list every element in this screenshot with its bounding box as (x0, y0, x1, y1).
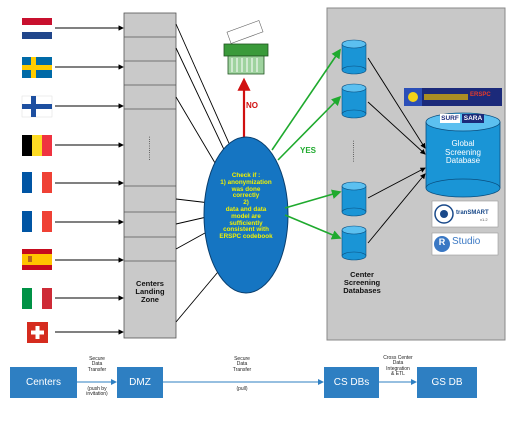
global-db-label: Global Screening Database (444, 139, 482, 166)
flow-box-centers: Centers (10, 367, 77, 398)
accept-arrows (271, 48, 342, 240)
transmart-version: v1.2 (480, 217, 488, 222)
center-db-cylinders (341, 39, 367, 261)
erspc-logo-text: ERSPC (470, 92, 491, 98)
global-db-cylinder (425, 112, 501, 198)
yes-label: YES (300, 146, 317, 155)
flag-italy (22, 288, 52, 309)
transmart-logo (431, 200, 499, 228)
flag-finland (21, 95, 53, 118)
center-db-1 (341, 39, 367, 75)
flag-france-1 (22, 172, 52, 193)
flow-label-transfer-1-sub: (push by invitation) (86, 386, 108, 398)
flow-label-transfer-2-sub: (pull) (236, 386, 248, 392)
surf-logo-text: SURF (440, 114, 460, 123)
flag-sweden (22, 57, 52, 78)
transmart-logo-text: tranSMART (456, 210, 489, 216)
flag-arrows (55, 25, 124, 335)
check-ellipse (203, 136, 289, 294)
check-text: Check if : 1) anonymization was done cor… (219, 172, 273, 241)
landing-zone-column (123, 12, 177, 339)
shredder-icon (223, 20, 269, 75)
flag-switzerland (27, 322, 48, 343)
flow-box-cs-dbs: CS DBs (324, 367, 379, 398)
flow-label-integration: Cross Center Data Integration & ETL (383, 355, 413, 378)
landing-zone-dots: ........... (147, 135, 156, 161)
rstudio-logo-text: Studio (452, 236, 481, 247)
flag-france-2 (22, 211, 52, 232)
center-db-2 (341, 83, 367, 119)
flow-box-dmz: DMZ (117, 367, 163, 398)
flag-spain (22, 249, 52, 270)
erspc-logo (404, 88, 502, 106)
center-db-4 (341, 225, 367, 261)
center-db-dots: .......... (351, 139, 360, 163)
center-to-global-arrows (367, 57, 426, 244)
rstudio-logo (431, 232, 499, 256)
center-db-3 (341, 181, 367, 217)
rstudio-r-letter: R (438, 237, 446, 247)
flow-label-transfer-2: Secure Data Transfer (232, 356, 252, 373)
sara-logo-text: SARA (462, 114, 484, 123)
center-db-label: Center Screening Databases (343, 270, 381, 296)
no-label: NO (246, 101, 258, 110)
flag-belgium (22, 135, 52, 156)
flow-label-transfer-1: Secure Data Transfer (87, 356, 107, 373)
flag-netherlands (22, 18, 52, 39)
flow-box-gs-db: GS DB (417, 367, 477, 398)
landing-zone-label: Centers Landing Zone (135, 279, 165, 305)
